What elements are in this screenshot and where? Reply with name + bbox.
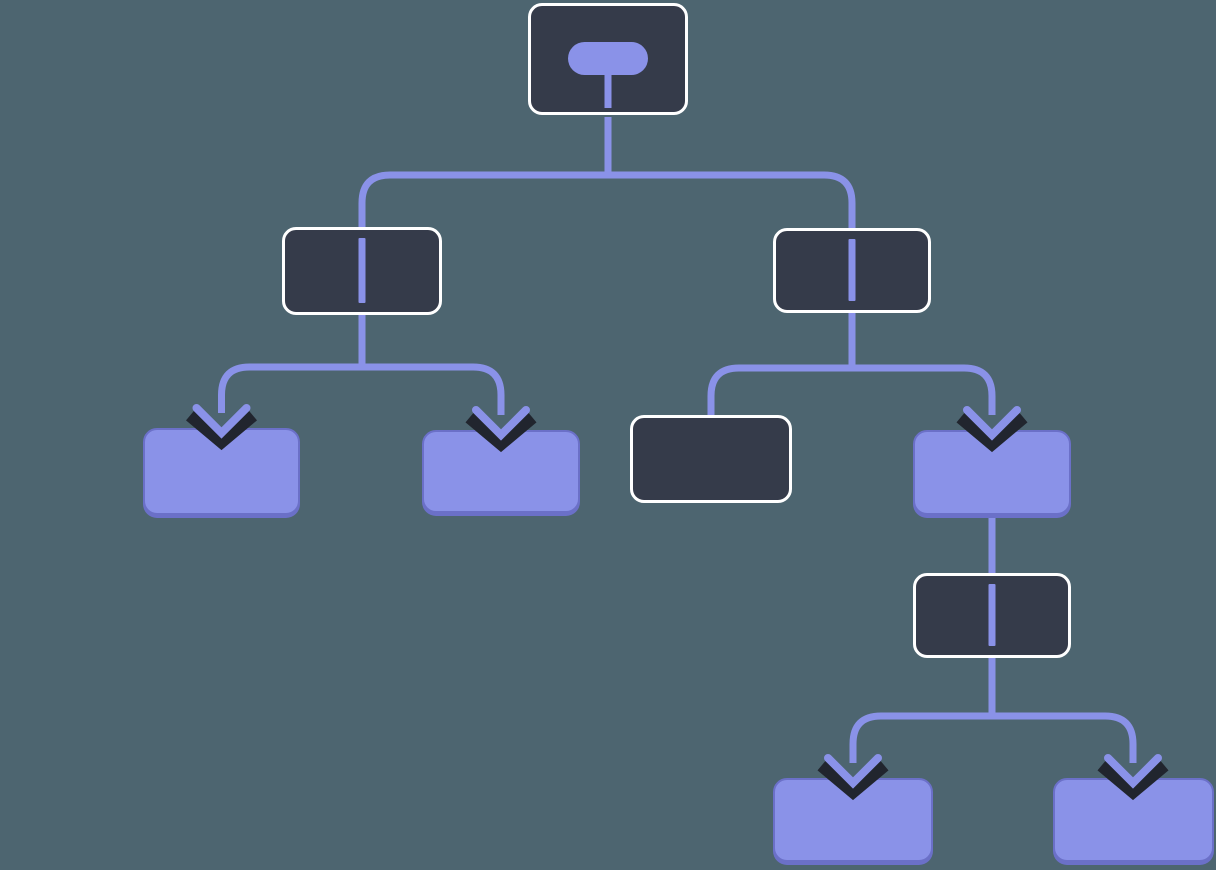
node-leaf-b[interactable] — [422, 430, 580, 513]
vertical-divider-icon — [988, 584, 996, 646]
node-leaf-e[interactable] — [1053, 778, 1214, 862]
vertical-divider-icon — [848, 239, 856, 301]
node-branch-left[interactable] — [282, 227, 442, 315]
node-leaf-dark[interactable] — [630, 415, 792, 503]
pill-icon — [568, 42, 648, 75]
node-leaf-a[interactable] — [143, 428, 300, 515]
vertical-divider-icon — [358, 238, 366, 303]
node-leaf-d[interactable] — [773, 778, 933, 862]
node-branch-right[interactable] — [773, 228, 931, 313]
node-branch-mid[interactable] — [913, 573, 1071, 658]
node-leaf-c[interactable] — [913, 430, 1071, 515]
node-root[interactable] — [528, 3, 688, 115]
pill-stem-icon — [604, 73, 612, 108]
